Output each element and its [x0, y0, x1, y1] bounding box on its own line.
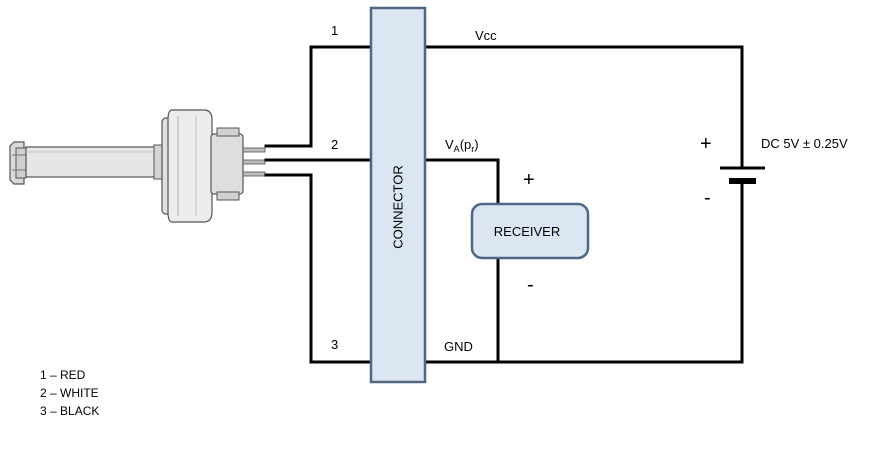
va-label: VA(pr) — [445, 137, 479, 154]
legend-item-white: 2 – WHITE — [40, 386, 99, 400]
va-main: V — [445, 137, 454, 152]
battery-icon — [720, 166, 765, 184]
battery-label: DC 5V ± 0.25V — [761, 136, 848, 151]
wire-gnd — [423, 182, 744, 364]
legend-item-black: 3 – BLACK — [40, 404, 100, 418]
receiver-plus: + — [523, 169, 535, 191]
pin3-label: 3 — [331, 337, 338, 352]
pin2-label: 2 — [331, 137, 338, 152]
receiver-label: RECEIVER — [494, 224, 560, 239]
battery-plus: + — [700, 133, 712, 155]
va-sub: A — [454, 144, 460, 154]
wire-vcc — [423, 45, 744, 170]
gnd-label: GND — [444, 339, 473, 354]
receiver-block — [470, 202, 590, 260]
pressure-sensor-icon — [9, 109, 266, 223]
wire-color-legend: 1 – RED 2 – WHITE 3 – BLACK — [40, 366, 99, 420]
connector-label: CONNECTOR — [391, 165, 406, 249]
pin1-label: 1 — [331, 23, 338, 38]
wire-pin3 — [264, 173, 374, 364]
receiver-minus: - — [527, 274, 534, 296]
wire-pin1 — [264, 45, 374, 148]
va-paren-open: (p — [460, 137, 472, 152]
legend-item-red: 1 – RED — [40, 368, 86, 382]
wiring — [264, 45, 744, 364]
va-paren-close: ) — [474, 137, 478, 152]
battery-minus: - — [704, 187, 711, 209]
wire-va — [423, 158, 500, 205]
connector-block — [369, 6, 427, 384]
va-paren-sub: r — [471, 144, 474, 154]
vcc-label: Vcc — [475, 28, 497, 43]
